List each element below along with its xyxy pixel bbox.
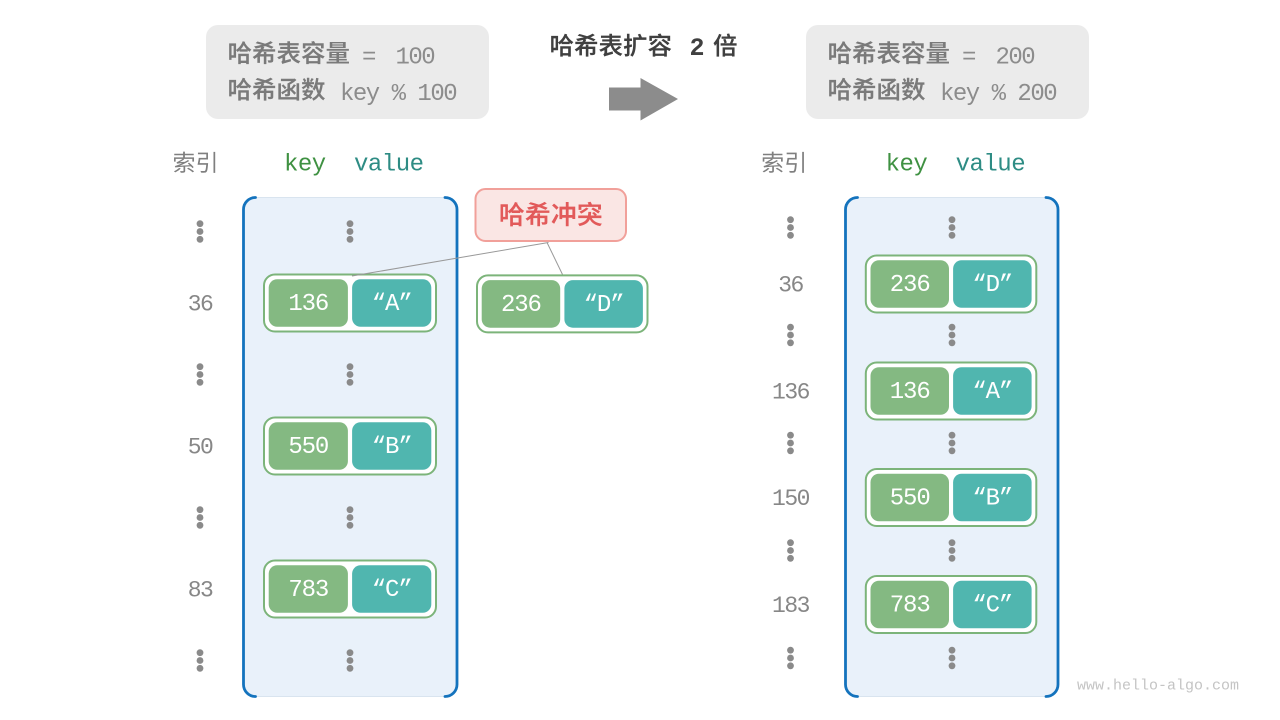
- svg-text:=: =: [962, 45, 976, 72]
- svg-text:key: key: [886, 152, 928, 179]
- svg-text:783: 783: [288, 577, 328, 604]
- svg-text:=: =: [362, 45, 376, 72]
- svg-text:150: 150: [772, 486, 810, 512]
- svg-text:236: 236: [890, 272, 930, 299]
- svg-text:83: 83: [188, 578, 213, 604]
- svg-text:136: 136: [890, 379, 930, 406]
- svg-text:100: 100: [396, 45, 435, 72]
- svg-text:key % 100: key % 100: [340, 81, 456, 108]
- svg-text:“D”: “D”: [584, 292, 624, 319]
- svg-text:“C”: “C”: [972, 593, 1012, 620]
- svg-text:value: value: [956, 152, 1026, 179]
- svg-text:550: 550: [288, 434, 328, 461]
- svg-text:50: 50: [188, 435, 213, 461]
- svg-text:200: 200: [996, 45, 1035, 72]
- svg-text:136: 136: [288, 291, 328, 318]
- svg-text:key: key: [284, 152, 326, 179]
- svg-text:“B”: “B”: [372, 434, 412, 461]
- svg-text:136: 136: [772, 380, 810, 406]
- svg-text:“A”: “A”: [972, 379, 1012, 406]
- svg-text:www.hello-algo.com: www.hello-algo.com: [1077, 678, 1239, 695]
- svg-text:value: value: [354, 152, 424, 179]
- svg-text:783: 783: [890, 593, 930, 620]
- svg-text:36: 36: [778, 273, 803, 299]
- svg-text:“A”: “A”: [372, 291, 412, 318]
- svg-text:key % 200: key % 200: [940, 81, 1056, 108]
- svg-text:183: 183: [772, 593, 810, 619]
- svg-text:“B”: “B”: [972, 486, 1012, 513]
- svg-text:“D”: “D”: [972, 272, 1012, 299]
- svg-text:2: 2: [690, 34, 705, 63]
- svg-text:236: 236: [501, 292, 541, 319]
- svg-text:550: 550: [890, 486, 930, 513]
- svg-text:36: 36: [188, 292, 213, 318]
- svg-text:“C”: “C”: [372, 577, 412, 604]
